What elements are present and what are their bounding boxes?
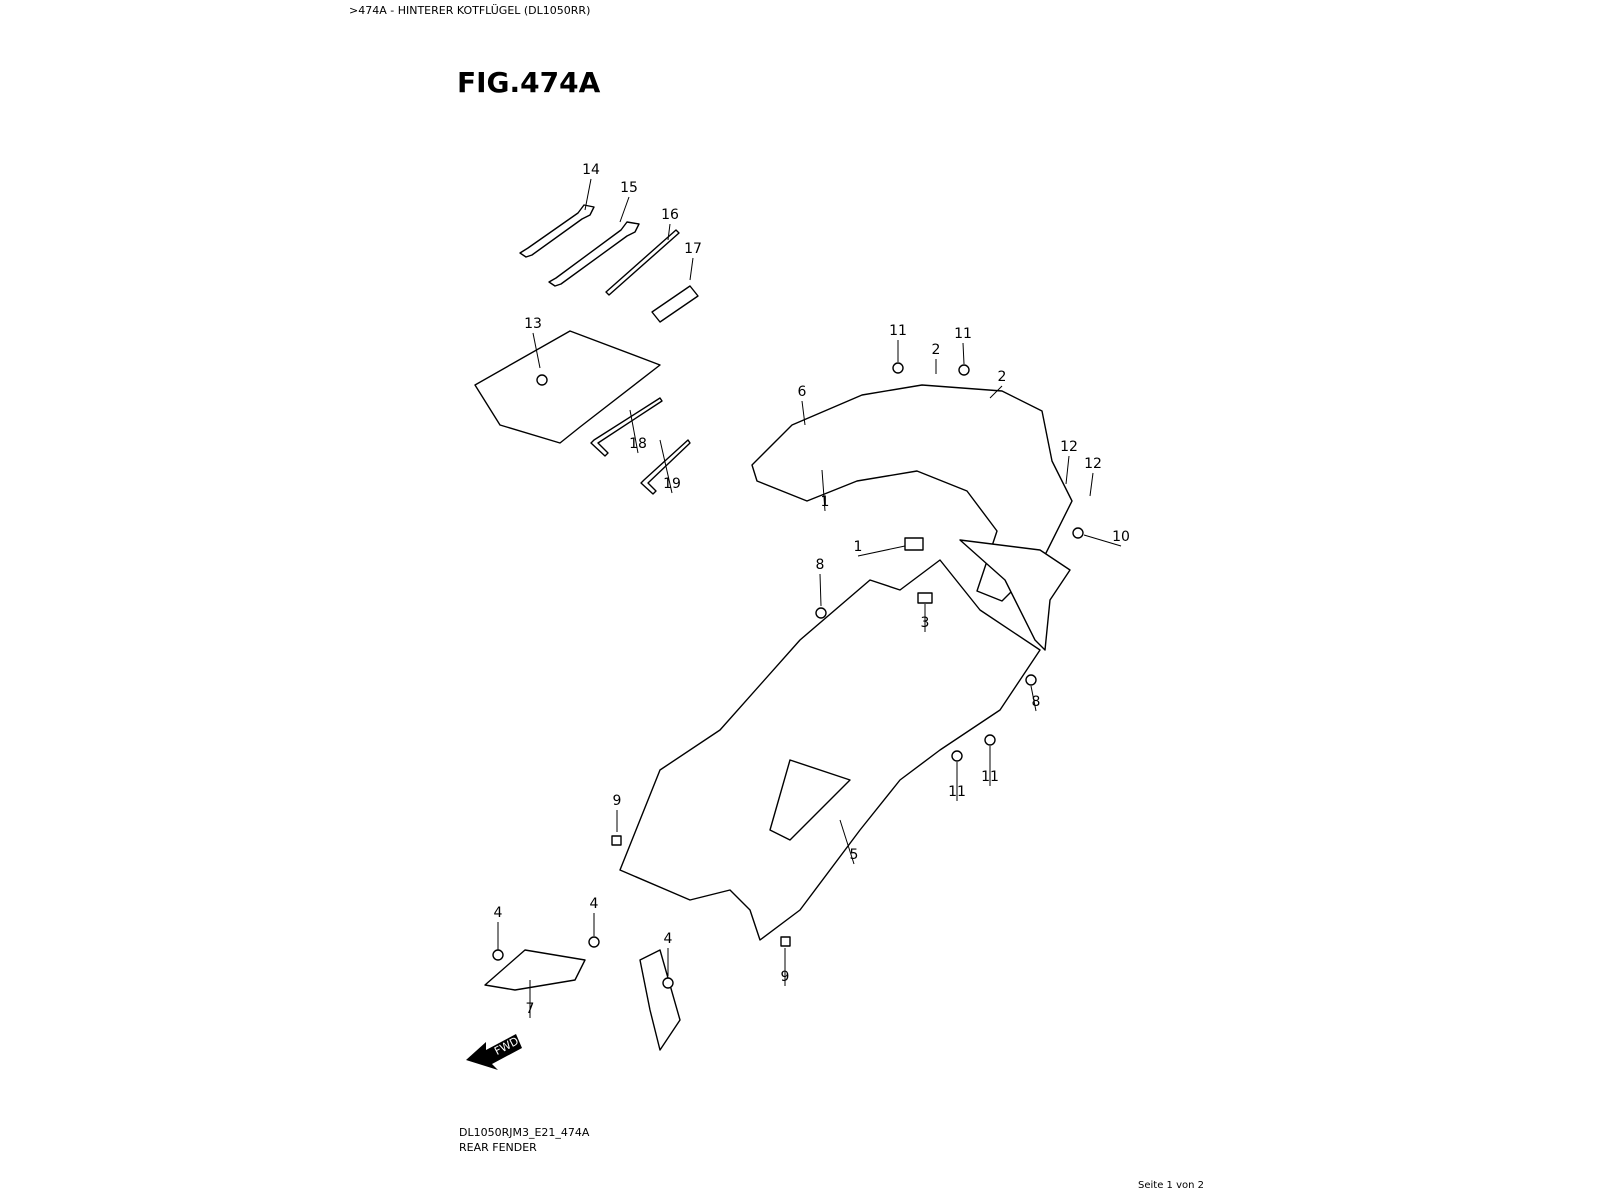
leader-line — [1030, 685, 1037, 712]
callout-19: 19 — [663, 476, 681, 492]
leader-line — [821, 469, 826, 512]
upper-fender-6 — [751, 384, 1073, 651]
hex-key-18 — [590, 397, 663, 457]
callout-3: 3 — [921, 615, 930, 631]
callout-17: 17 — [684, 241, 702, 257]
wrench-15 — [548, 221, 640, 287]
callout-9: 9 — [781, 969, 790, 985]
callout-11: 11 — [954, 326, 972, 342]
callout-9: 9 — [613, 793, 622, 809]
callout-12: 12 — [1084, 456, 1102, 472]
callout-8: 8 — [816, 557, 825, 573]
callout-13: 13 — [524, 316, 542, 332]
leader-line — [629, 409, 639, 454]
callout-2: 2 — [998, 369, 1007, 385]
leader-line — [801, 400, 806, 426]
leader-line — [1083, 534, 1122, 547]
main-fender-5 — [619, 559, 1041, 941]
callout-4: 4 — [494, 905, 503, 921]
callout-4: 4 — [664, 931, 673, 947]
leader-line — [667, 223, 671, 241]
fwd-arrow: FWD — [466, 1034, 522, 1070]
diagram-name: REAR FENDER — [459, 1141, 537, 1154]
page-indicator: Seite 1 von 2 — [1138, 1180, 1204, 1191]
callout-15: 15 — [620, 180, 638, 196]
callout-4: 4 — [590, 896, 599, 912]
callout-11: 11 — [889, 323, 907, 339]
callout-6: 6 — [798, 384, 807, 400]
hex-key-19 — [640, 439, 691, 495]
figure-label: FIG.474A — [457, 66, 601, 99]
leader-line — [819, 573, 822, 607]
tool-bag-13 — [474, 330, 661, 444]
leader-line — [989, 385, 1003, 399]
leader-line — [619, 196, 630, 223]
leader-line — [1065, 455, 1070, 485]
callout-11: 11 — [948, 784, 966, 800]
callout-11: 11 — [981, 769, 999, 785]
page-header: >474A - HINTERER KOTFLÜGEL (DL1050RR) — [349, 4, 591, 17]
callout-7: 7 — [526, 1001, 535, 1017]
leader-line — [1089, 472, 1094, 497]
leader-line — [857, 545, 906, 557]
callout-1: 1 — [821, 494, 830, 510]
wrench-14 — [519, 204, 595, 258]
leader-line — [584, 178, 592, 211]
leader-line — [659, 439, 673, 494]
leader-line — [532, 332, 541, 369]
callout-14: 14 — [582, 162, 600, 178]
leader-line — [689, 257, 694, 281]
screwdriver-16 — [605, 229, 680, 296]
bracket-7 — [484, 949, 681, 1051]
leader-line — [962, 342, 965, 365]
leader-line — [839, 819, 855, 865]
handle-17 — [651, 285, 699, 323]
diagram-code: DL1050RJM3_E21_474A — [459, 1126, 590, 1139]
fasteners — [492, 362, 1084, 989]
callout-8: 8 — [1032, 694, 1041, 710]
callout-2: 2 — [932, 342, 941, 358]
callout-10: 10 — [1112, 529, 1130, 545]
callout-12: 12 — [1060, 439, 1078, 455]
callout-16: 16 — [661, 207, 679, 223]
callout-18: 18 — [629, 436, 647, 452]
callout-5: 5 — [850, 847, 859, 863]
callout-1: 1 — [854, 539, 863, 555]
